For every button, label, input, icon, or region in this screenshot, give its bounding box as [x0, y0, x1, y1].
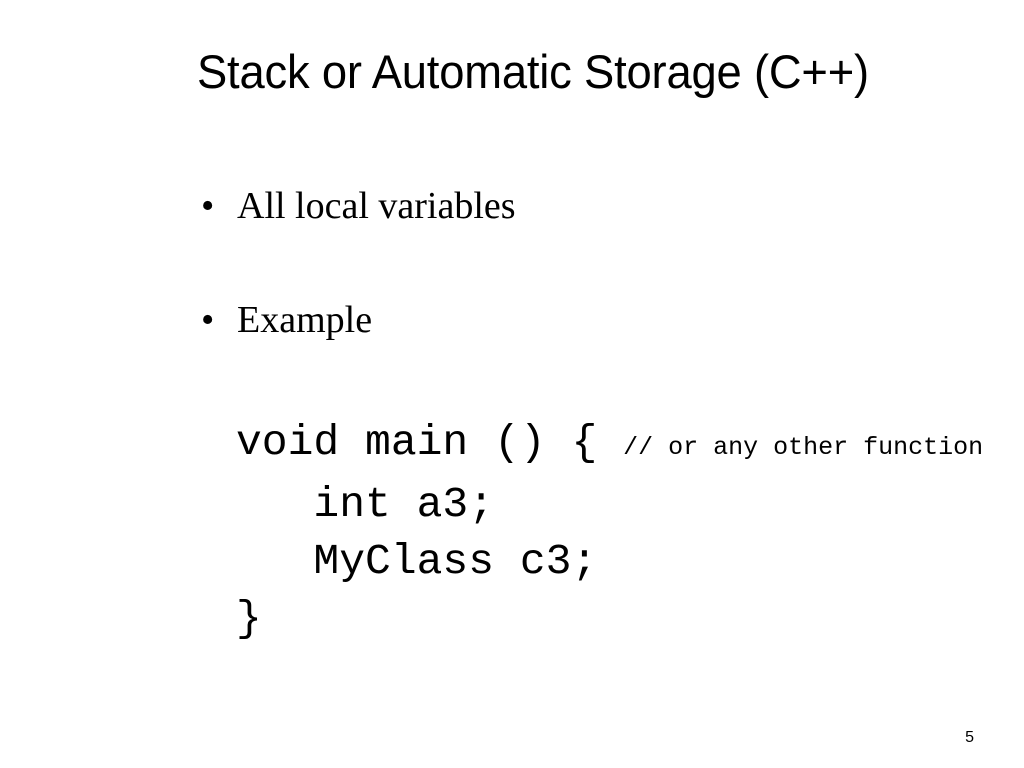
bullet-item-label: Example: [237, 299, 373, 341]
code-line: void main () { // or any other function: [236, 414, 983, 476]
code-line-comment: // or any other function: [623, 433, 984, 462]
code-line: MyClass c3;: [236, 533, 983, 590]
code-block: void main () { // or any other function …: [236, 414, 983, 647]
bullet-item-example: • Example: [198, 297, 988, 343]
code-line-text: int a3;: [236, 480, 495, 529]
code-line-text: }: [236, 594, 262, 643]
code-line-text: MyClass c3;: [236, 537, 598, 586]
code-line: int a3;: [236, 476, 983, 533]
bullet-marker-icon: •: [201, 185, 215, 227]
code-line: }: [236, 590, 983, 647]
bullet-item-all-local-variables: • All local variables: [198, 183, 988, 229]
bullet-marker-icon: •: [201, 299, 215, 341]
bullet-item-label: All local variables: [237, 185, 516, 227]
page-number: 5: [965, 729, 974, 746]
code-line-text: void main () {: [236, 418, 624, 467]
page-title: Stack or Automatic Storage (C++): [197, 45, 869, 98]
slide-body: • All local variables • Example: [198, 183, 988, 343]
